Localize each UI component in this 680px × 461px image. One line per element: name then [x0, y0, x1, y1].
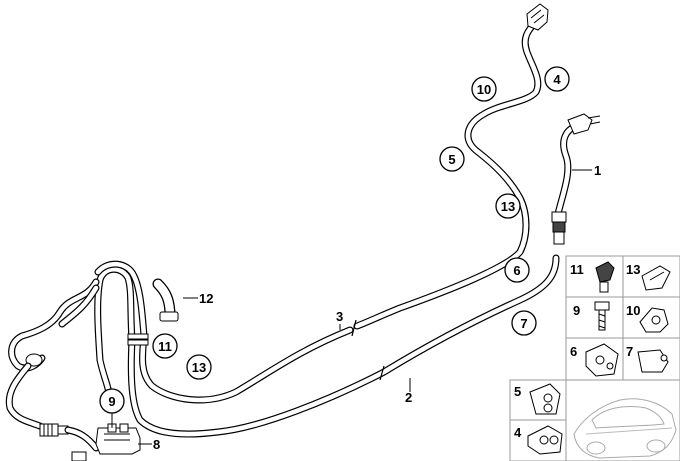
svg-text:13: 13	[192, 360, 206, 375]
callout-13-left: 13	[186, 354, 212, 380]
callout-4: 4	[544, 66, 570, 92]
svg-text:13: 13	[501, 199, 515, 214]
grid-part-13	[641, 265, 671, 291]
hose-left	[5, 278, 100, 430]
top-fitting	[526, 3, 549, 31]
grid-label-4: 4	[514, 425, 522, 440]
grid-part-10	[639, 307, 669, 333]
hose-12	[152, 278, 179, 322]
callout-11: 11	[152, 333, 178, 359]
bracket-8	[95, 423, 141, 455]
svg-text:7: 7	[520, 316, 527, 331]
grid-label-6: 6	[570, 344, 577, 359]
svg-text:4: 4	[553, 72, 561, 87]
parts-grid	[509, 255, 680, 461]
grid-label-9: 9	[573, 303, 580, 318]
label-12: 12	[199, 291, 213, 306]
svg-text:5: 5	[448, 152, 455, 167]
grid-part-9	[594, 301, 610, 331]
svg-text:6: 6	[513, 263, 520, 278]
callout-7: 7	[511, 310, 537, 336]
pipe-line-upper	[353, 18, 542, 330]
grid-part-6	[585, 343, 619, 377]
grid-part-4	[527, 425, 563, 455]
svg-text:10: 10	[477, 82, 491, 97]
grid-label-13: 13	[626, 262, 640, 277]
grid-label-7: 7	[626, 344, 633, 359]
grid-label-11: 11	[570, 262, 584, 277]
lower-left-fitting	[39, 423, 100, 461]
callout-5: 5	[439, 146, 465, 172]
label-8: 8	[153, 437, 160, 452]
callout-6: 6	[504, 257, 530, 283]
callout-9: 9	[99, 388, 125, 414]
callout-10: 10	[471, 76, 497, 102]
grid-part-7	[637, 349, 669, 373]
pipe-line-3	[138, 326, 354, 404]
pipe-1	[551, 113, 601, 245]
car-silhouette	[573, 398, 677, 459]
callout-13-right: 13	[495, 193, 521, 219]
svg-text:11: 11	[158, 339, 172, 354]
svg-text:9: 9	[108, 394, 115, 409]
label-3: 3	[336, 309, 343, 324]
leader-lines	[111, 169, 592, 445]
label-1: 1	[594, 163, 601, 178]
label-2: 2	[405, 390, 412, 405]
pipe-line-lower	[127, 254, 560, 438]
grid-part-11	[595, 261, 615, 293]
grid-label-5: 5	[514, 384, 521, 399]
pipe-left-loop	[94, 260, 148, 414]
grid-label-10: 10	[626, 303, 640, 318]
grid-part-5	[529, 383, 561, 415]
